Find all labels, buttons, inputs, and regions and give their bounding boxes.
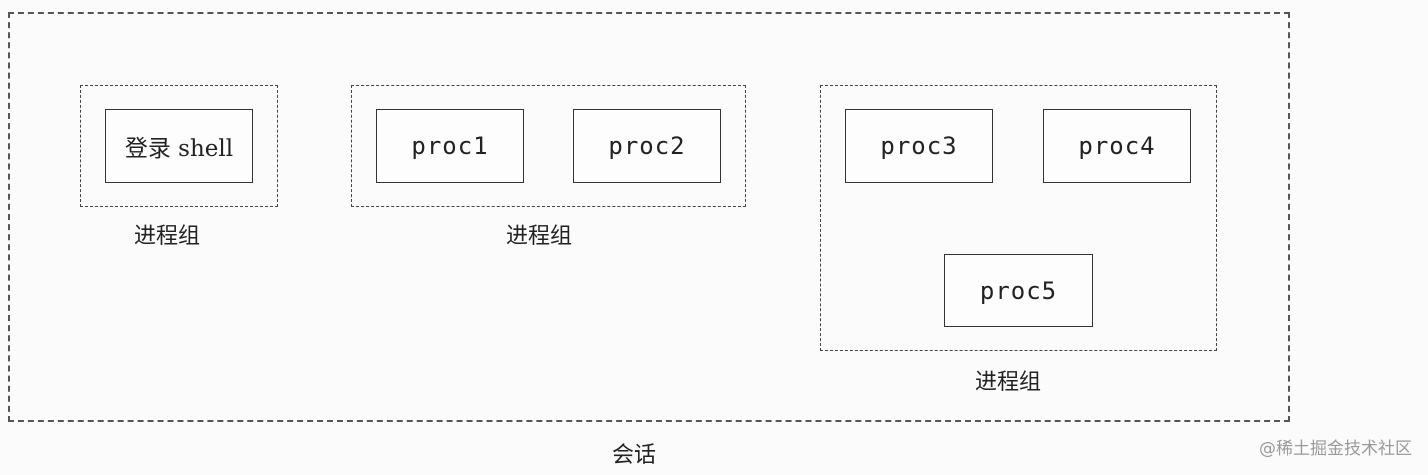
proc1-box: proc1 xyxy=(376,109,524,183)
process-group-2 xyxy=(351,85,746,207)
process-group-2-caption: 进程组 xyxy=(506,224,573,249)
proc4-box: proc4 xyxy=(1043,109,1191,183)
proc5-box: proc5 xyxy=(944,254,1093,327)
process-group-3-caption: 进程组 xyxy=(975,370,1042,395)
session-caption: 会话 xyxy=(612,443,657,468)
proc3-box: proc3 xyxy=(845,109,993,183)
watermark: @稀土掘金技术社区 xyxy=(1259,439,1412,459)
proc1-label: proc1 xyxy=(411,132,489,160)
session-box xyxy=(8,12,1290,422)
proc3-label: proc3 xyxy=(880,132,958,160)
process-group-1 xyxy=(80,85,278,207)
process-group-3 xyxy=(820,85,1217,351)
proc2-label: proc2 xyxy=(608,132,686,160)
proc2-box: proc2 xyxy=(573,109,721,183)
process-group-1-caption: 进程组 xyxy=(134,224,201,249)
proc4-label: proc4 xyxy=(1078,132,1156,160)
proc5-label: proc5 xyxy=(979,276,1058,305)
login-shell-box: 登录 shell xyxy=(105,109,253,183)
login-shell-label: 登录 shell xyxy=(124,136,234,162)
